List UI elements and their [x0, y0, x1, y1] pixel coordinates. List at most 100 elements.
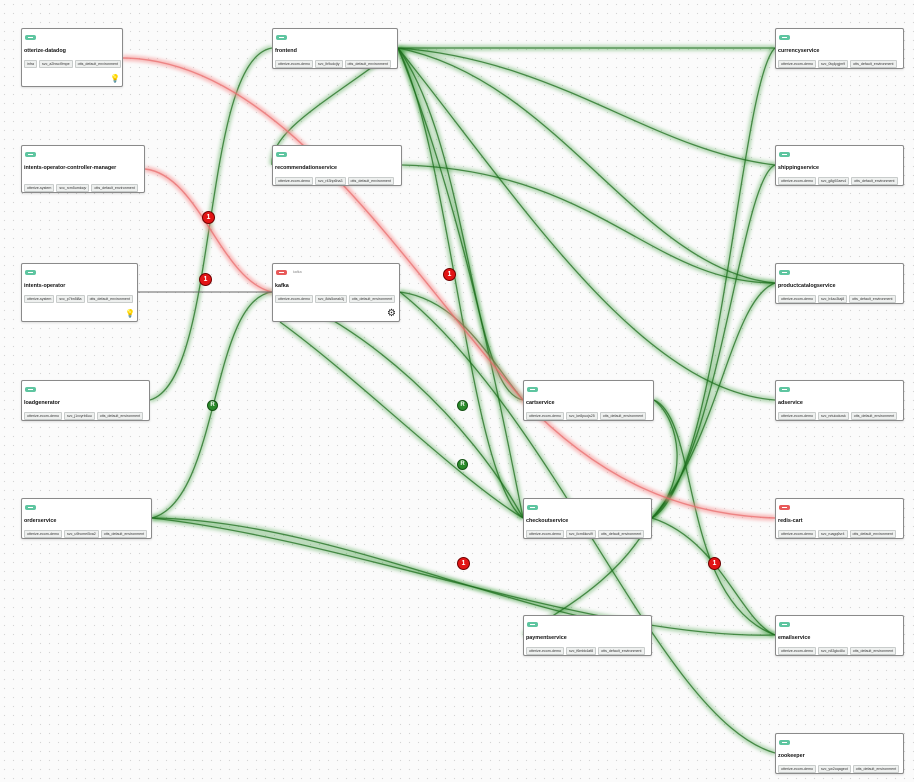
node-zookeeper[interactable]: zookeeper otterize-ecom-demo svc_yw2oqag… — [775, 733, 904, 774]
kubernetes-icon — [779, 387, 790, 392]
datadog-redis-cart-edge[interactable] — [122, 57, 776, 519]
environment-tag: otts_default_environment — [597, 530, 645, 538]
frontend-checkoutservice-edge[interactable] — [397, 47, 524, 519]
namespace-tag: otterize-ecom-demo — [526, 530, 564, 538]
orderservice-emailservice-edge[interactable] — [151, 517, 776, 636]
blocked-count-badge[interactable]: 1 — [202, 211, 215, 224]
environment-tag: otts_default_environment — [852, 765, 900, 773]
node-otterize-datadog[interactable]: otterize-datadog infra svc_a2hwcl9mpe ot… — [21, 28, 123, 87]
checkoutservice-emailservice-edge[interactable] — [651, 517, 776, 636]
service-id-tag: svc_lr4ao3taj8 — [817, 295, 848, 303]
node-loadgenerator[interactable]: loadgenerator otterize-ecom-demo svc_j1x… — [21, 380, 150, 421]
namespace-tag: otterize-ecom-demo — [778, 647, 816, 655]
allowed-badge[interactable]: R — [207, 400, 218, 411]
kubernetes-icon — [527, 505, 538, 510]
kubernetes-icon — [276, 35, 287, 40]
namespace-tag: otterize-ecom-demo — [526, 647, 564, 655]
loadgenerator-frontend-edge[interactable] — [148, 45, 273, 403]
node-productcatalogservice[interactable]: productcatalogservice otterize-ecom-demo… — [775, 263, 904, 304]
namespace-tag: otterize-ecom-demo — [778, 60, 816, 68]
namespace-tag: otterize-ecom-demo — [24, 412, 62, 420]
service-id-tag: svc_r43hp6ha3 — [314, 177, 346, 185]
namespace-tag: otterize-ecom-demo — [275, 295, 313, 303]
node-frontend[interactable]: frontend otterize-ecom-demo svc_lb9udcjt… — [272, 28, 398, 69]
checkoutservice-emailservice-edge[interactable] — [651, 515, 777, 638]
frontend-cartservice-edge[interactable] — [397, 47, 524, 401]
checkoutservice-cartservice-edge[interactable] — [651, 399, 678, 519]
kafka-checkoutservice-edge[interactable] — [279, 321, 524, 519]
node-paymentservice[interactable]: paymentservice otterize-ecom-demo svc_f6… — [523, 615, 652, 656]
kafka-label: kafka — [293, 270, 302, 274]
node-title: intents-operator-controller-manager — [24, 165, 117, 171]
namespace-tag: otterize-ecom-demo — [778, 177, 816, 185]
environment-tag: otts_default_environment — [598, 647, 645, 655]
node-title: orderservice — [24, 518, 57, 524]
node-kafka[interactable]: kafka kafka otterize-ecom-demo svc_8ds5o… — [272, 263, 400, 322]
environment-tag: otts_default_environment — [849, 530, 896, 538]
kubernetes-icon — [25, 35, 36, 40]
namespace-tag: otterize-ecom-demo — [275, 60, 313, 68]
service-id-tag: svc_u9hcmei5va2 — [63, 530, 99, 538]
allowed-badge[interactable]: R — [457, 459, 468, 470]
kafka-zookeeper-edge[interactable] — [399, 291, 776, 754]
frontend-kafka-edge[interactable] — [395, 46, 526, 519]
blocked-count-badge[interactable]: 1 — [199, 273, 212, 286]
kubernetes-icon — [779, 505, 790, 510]
environment-tag: otts_default_environment — [344, 60, 391, 68]
namespace-tag: otterize-ecom-demo — [778, 295, 816, 303]
service-id-tag: svc_f6mbk4af8 — [565, 647, 597, 655]
environment-tag: otts_default_environment — [91, 184, 138, 192]
blocked-count-badge[interactable]: 1 — [443, 268, 456, 281]
cartservice-emailservice-edge[interactable] — [653, 399, 776, 636]
node-checkoutservice[interactable]: checkoutservice otterize-ecom-demo svc_i… — [523, 498, 652, 539]
node-title: cartservice — [526, 400, 555, 406]
service-id-tag: svc_a2hwcl9mpe — [39, 60, 73, 68]
blocked-count-badge[interactable]: 1 — [708, 557, 721, 570]
lightbulb-icon[interactable]: 💡 — [110, 74, 120, 83]
kubernetes-icon — [276, 270, 287, 275]
allowed-badge[interactable]: R — [457, 400, 468, 411]
node-shippingservice[interactable]: shippingservice otterize-ecom-demo svc_g… — [775, 145, 904, 186]
gear-icon[interactable]: ⚙ — [387, 308, 396, 319]
node-title: adservice — [778, 400, 803, 406]
node-redis-cart[interactable]: redis-cart otterize-ecom-demo svc_ruagq6… — [775, 498, 904, 539]
frontend-shippingservice-edge[interactable] — [397, 47, 776, 166]
node-recommendationservice[interactable]: recommendationservice otterize-ecom-demo… — [272, 145, 402, 186]
kubernetes-icon — [25, 152, 36, 157]
node-intents-operator[interactable]: intents-operator otterize-system svc_p7b… — [21, 263, 138, 322]
node-cartservice[interactable]: cartservice otterize-ecom-demo svc_ke8pu… — [523, 380, 654, 421]
namespace-tag: otterize-ecom-demo — [778, 765, 816, 773]
environment-tag: otts_default_environment — [851, 177, 898, 185]
kubernetes-icon — [527, 622, 538, 627]
service-id-tag: svc_ke8puojs25 — [565, 412, 598, 420]
node-currencyservice[interactable]: currencyservice otterize-ecom-demo svc_0… — [775, 28, 904, 69]
frontend-productcatalogservice-edge[interactable] — [397, 45, 776, 286]
kubernetes-icon — [779, 740, 790, 745]
frontend-checkoutservice-edge[interactable] — [395, 46, 525, 521]
node-intents-operator-controller-manager[interactable]: intents-operator-controller-manager otte… — [21, 145, 145, 193]
node-title: paymentservice — [526, 635, 567, 641]
kubernetes-icon — [779, 35, 790, 40]
service-id-tag: svc_yw2oqageot — [817, 765, 851, 773]
frontend-kafka-edge[interactable] — [397, 47, 524, 519]
intents-manager-kafka-edge[interactable] — [144, 168, 273, 293]
kubernetes-icon — [25, 270, 36, 275]
node-title: currencyservice — [778, 48, 820, 54]
node-title: productcatalogservice — [778, 283, 836, 289]
node-adservice[interactable]: adservice otterize-ecom-demo svc_nrtuiod… — [775, 380, 904, 421]
namespace-tag: otterize-ecom-demo — [24, 530, 62, 538]
service-id-tag: svc_lb9udcjty — [314, 60, 343, 68]
blocked-count-badge[interactable]: 1 — [457, 557, 470, 570]
kubernetes-icon — [276, 152, 287, 157]
node-orderservice[interactable]: orderservice otterize-ecom-demo svc_u9hc… — [21, 498, 152, 539]
checkoutservice-productcatalog-edge[interactable] — [651, 282, 776, 519]
lightbulb-icon[interactable]: 💡 — [125, 309, 135, 318]
recommendation-productcatalog-edge[interactable] — [401, 164, 776, 284]
namespace-tag: otterize-system — [24, 184, 55, 192]
frontend-productcatalogservice-edge[interactable] — [397, 47, 776, 284]
namespace-tag: otterize-system — [24, 295, 55, 303]
kubernetes-icon — [527, 387, 538, 392]
node-emailservice[interactable]: emailservice otterize-ecom-demo svc_n83g… — [775, 615, 904, 656]
service-id-tag: svc_8ds5oeak3j — [314, 295, 347, 303]
